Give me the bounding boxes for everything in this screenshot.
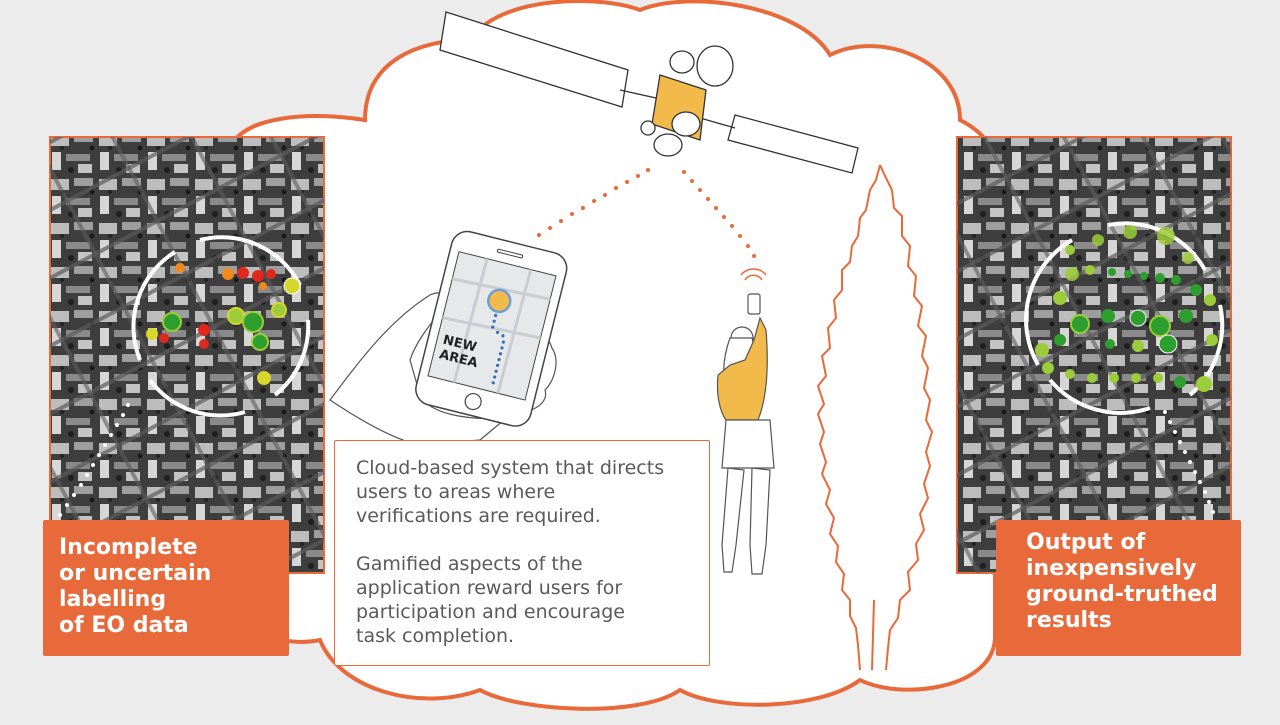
callout-left-line-1: Incomplete	[59, 535, 198, 560]
target-ring-left	[131, 235, 311, 418]
callout-right-line-4: results	[1026, 608, 1112, 633]
description-paragraph-2: Gamified aspects of the application rewa…	[356, 553, 625, 647]
label-markers-left	[146, 263, 301, 385]
leader-dots-left	[58, 403, 130, 517]
callout-ground-truthed-output: Output of inexpensively ground-truthed r…	[996, 520, 1241, 656]
tree-icon	[816, 164, 934, 671]
callout-left-line-3: labelling	[59, 587, 167, 612]
callout-right-line-1: Output of	[1026, 530, 1146, 555]
aerial-map-image-right	[956, 136, 1232, 574]
phone-home-button	[464, 392, 482, 411]
smartphone-icon: NEW AREA	[415, 230, 568, 427]
callout-left-line-4: of EO data	[59, 613, 189, 638]
description-paragraph-1: Cloud-based system that directs users to…	[356, 457, 665, 527]
satellite-icon	[439, 11, 859, 174]
callout-incomplete-labelling: Incomplete or uncertain labelling of EO …	[43, 520, 289, 656]
callout-right-line-3: ground-truthed	[1026, 582, 1218, 607]
signal-dots	[537, 168, 756, 258]
label-markers-right	[1035, 225, 1218, 392]
callout-left-line-2: or uncertain	[59, 561, 212, 586]
callout-right-line-2: inexpensively	[1026, 556, 1197, 581]
woman-with-phone-icon	[716, 268, 775, 575]
target-pin-icon	[487, 288, 512, 314]
aerial-map-image-left	[49, 136, 325, 574]
description-box: Cloud-based system that directs users to…	[334, 440, 710, 666]
